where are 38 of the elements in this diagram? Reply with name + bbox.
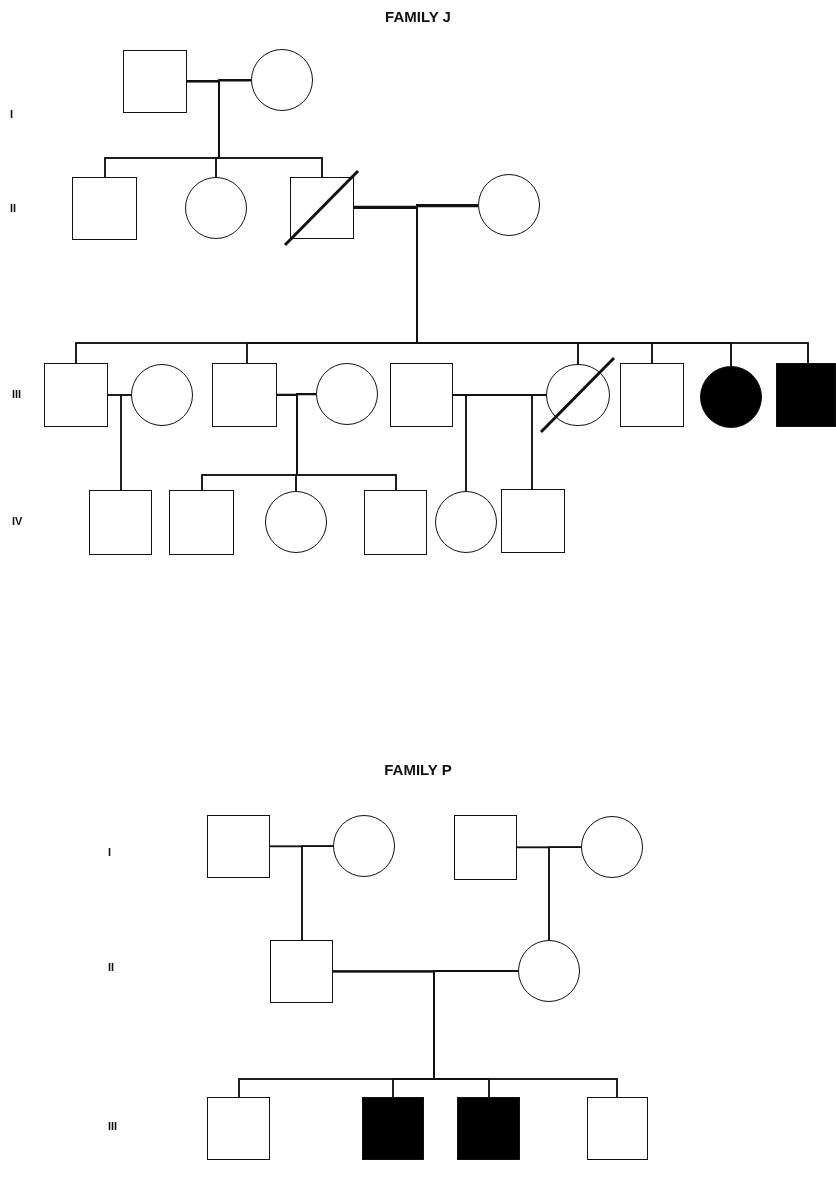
male-square — [212, 363, 277, 427]
male-square — [454, 815, 517, 880]
affected-male-square — [776, 363, 836, 427]
male-square — [123, 50, 187, 113]
pedigree-line — [353, 205, 479, 208]
pedigree-line — [296, 393, 397, 491]
pedigree-line — [301, 845, 334, 941]
pedigree-line — [433, 970, 618, 1098]
pedigree-line — [531, 394, 547, 490]
male-square — [587, 1097, 648, 1160]
deceased-male-square — [290, 177, 354, 239]
male-square — [169, 490, 234, 555]
pedigree-line — [120, 394, 132, 491]
male-square — [207, 1097, 270, 1160]
pedigree-line — [548, 846, 582, 941]
pedigree-line — [218, 79, 323, 178]
male-square — [364, 490, 427, 555]
male-square — [207, 815, 270, 878]
male-square — [89, 490, 152, 555]
generation-label: III — [108, 1119, 118, 1134]
generation-label: I — [10, 107, 14, 122]
pedigree-line — [416, 204, 809, 364]
generation-label: I — [108, 845, 112, 860]
pedigree-line — [186, 80, 252, 82]
affected-male-square — [362, 1097, 424, 1160]
generation-label: III — [12, 387, 22, 402]
generation-label: II — [10, 201, 17, 216]
male-square — [501, 489, 565, 553]
generation-label: II — [108, 960, 115, 975]
generation-label: IV — [12, 514, 23, 529]
male-square — [270, 940, 333, 1003]
male-square — [72, 177, 137, 240]
male-square — [390, 363, 453, 427]
family-title: FAMILY J — [385, 7, 451, 27]
family-title: FAMILY P — [384, 760, 452, 780]
male-square — [620, 363, 684, 427]
affected-male-square — [457, 1097, 520, 1160]
male-square — [44, 363, 108, 427]
